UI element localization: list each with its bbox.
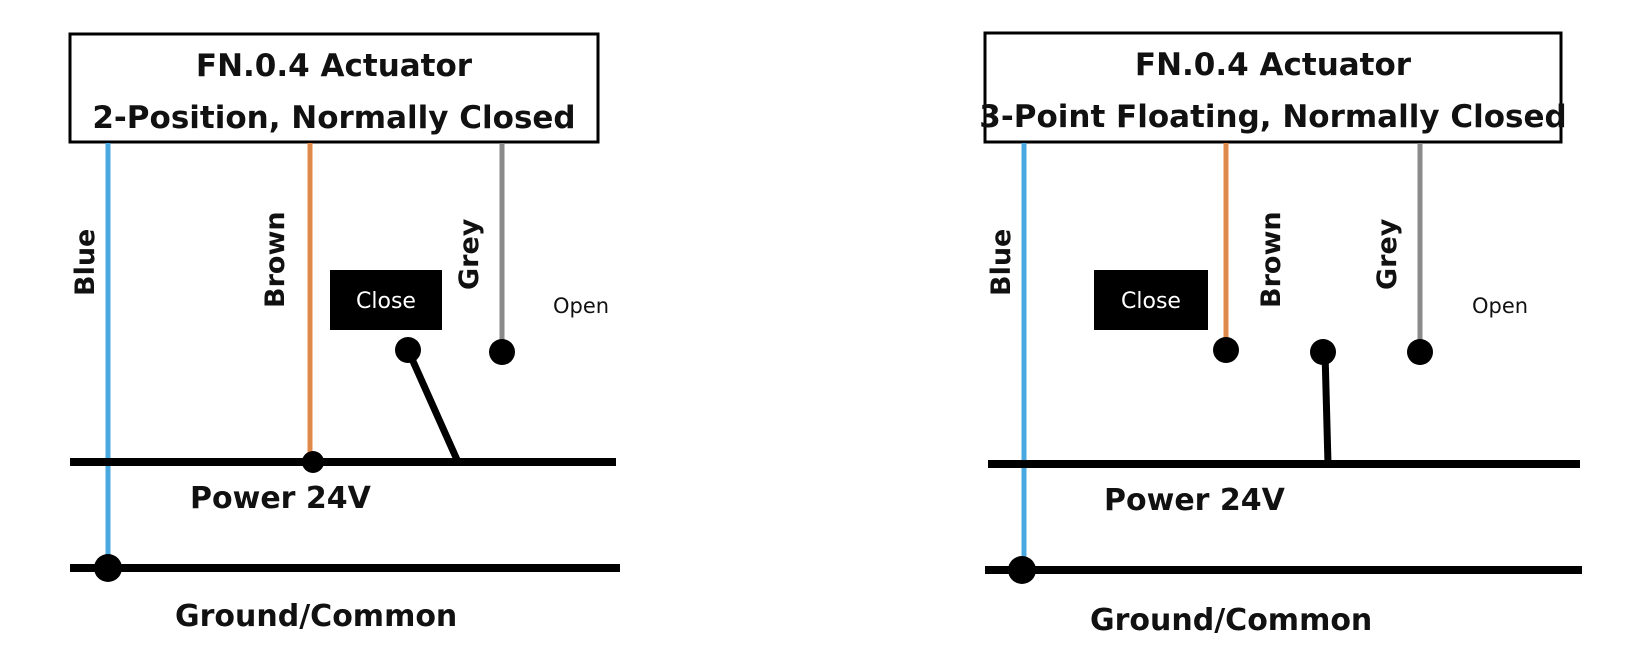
left-subtitle: 2-Position, Normally Closed: [92, 100, 575, 136]
right-brown-label: Brown: [1256, 211, 1287, 308]
left-brown-label: Brown: [260, 211, 291, 308]
right-grey-label: Grey: [1372, 218, 1403, 290]
left-brown-junction: [302, 451, 324, 473]
left-actuator-box: [68, 32, 600, 144]
left-close-label: Close: [356, 289, 416, 314]
left-title: FN.0.4 Actuator: [196, 48, 473, 84]
right-close-terminal: [1213, 337, 1239, 363]
right-diagram: FN.0.4 Actuator 3-Point Floating, Normal…: [979, 31, 1582, 638]
right-blue-junction: [1008, 556, 1036, 584]
right-close-box: [1094, 270, 1208, 330]
right-subtitle: 3-Point Floating, Normally Closed: [979, 99, 1566, 135]
right-open-terminal: [1407, 339, 1433, 365]
right-blue-label: Blue: [986, 229, 1017, 296]
right-power-label: Power 24V: [1104, 483, 1286, 518]
left-power-label: Power 24V: [190, 481, 372, 516]
right-ground-label: Ground/Common: [1090, 603, 1372, 638]
left-switch-arm: [404, 348, 462, 464]
right-title: FN.0.4 Actuator: [1135, 47, 1412, 83]
right-close-label: Close: [1121, 289, 1181, 314]
right-actuator-box: [983, 31, 1563, 144]
left-open-terminal: [489, 339, 515, 365]
left-grey-label: Grey: [454, 218, 485, 290]
left-ground-label: Ground/Common: [175, 599, 457, 634]
left-diagram: FN.0.4 Actuator 2-Position, Normally Clo…: [68, 32, 620, 634]
left-open-label: Open: [553, 294, 609, 318]
right-pivot-terminal: [1310, 339, 1336, 365]
right-open-label: Open: [1472, 294, 1528, 318]
left-close-box: [330, 270, 442, 330]
right-switch-arm: [1321, 351, 1332, 465]
left-blue-junction: [94, 554, 122, 582]
left-blue-label: Blue: [70, 229, 101, 296]
